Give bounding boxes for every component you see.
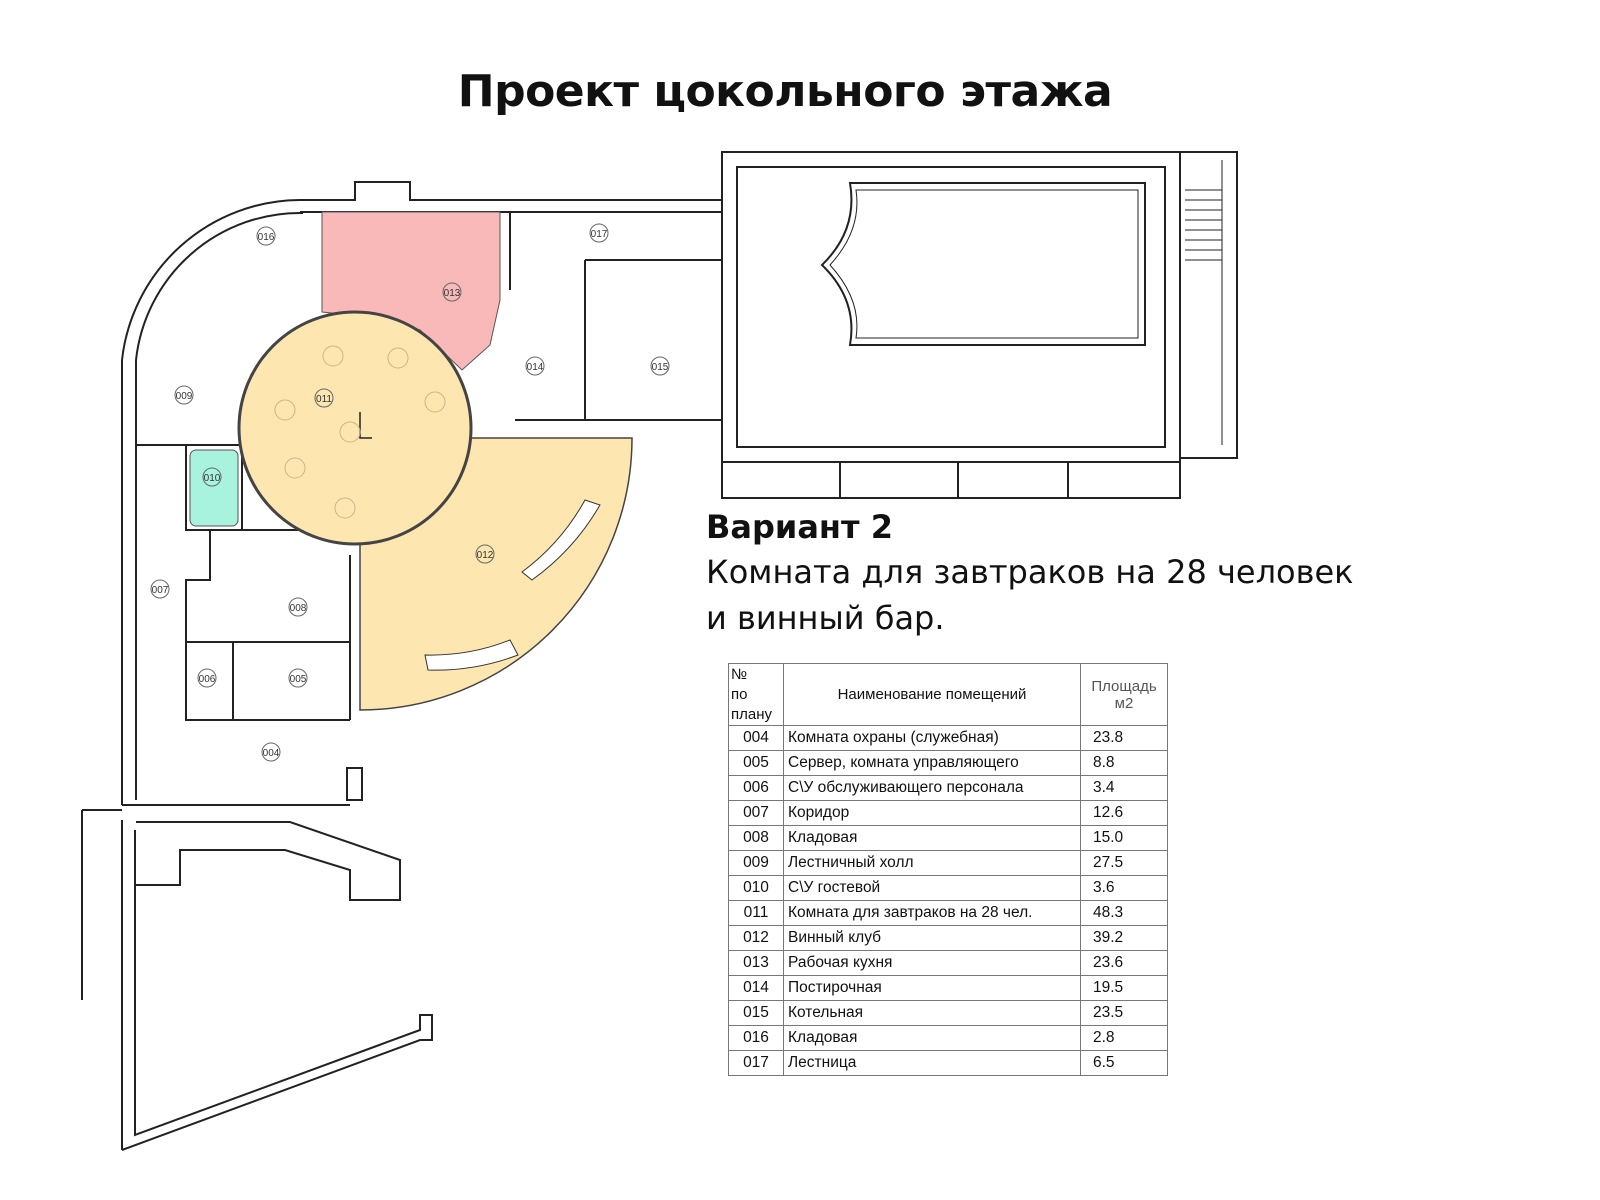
room-number: 011 <box>728 900 784 926</box>
room-area: 3.6 <box>1080 875 1168 901</box>
room-area: 23.8 <box>1080 725 1168 751</box>
svg-text:017: 017 <box>591 229 608 240</box>
room-name: Комната охраны (служебная) <box>783 725 1081 751</box>
room-area: 6.5 <box>1080 1050 1168 1076</box>
room-label: 007 <box>150 579 170 599</box>
room-area: 39.2 <box>1080 925 1168 951</box>
svg-text:010: 010 <box>204 473 221 484</box>
svg-text:011: 011 <box>316 394 332 405</box>
room-label: 010 <box>202 467 222 487</box>
room-number: 013 <box>728 950 784 976</box>
page-title: Проект цокольного этажа <box>457 66 1113 117</box>
room-name: Рабочая кухня <box>783 950 1081 976</box>
room-label: 006 <box>197 668 217 688</box>
room-label: 004 <box>261 742 281 762</box>
room-name: Комната для завтраков на 28 чел. <box>783 900 1081 926</box>
room-name: Коридор <box>783 800 1081 826</box>
room-number: 017 <box>728 1050 784 1076</box>
room-number: 010 <box>728 875 784 901</box>
room-label: 013 <box>442 282 462 302</box>
room-area: 23.5 <box>1080 1000 1168 1026</box>
variant-line-1: Комната для завтраков на 28 человек <box>706 553 1354 591</box>
svg-text:009: 009 <box>176 391 193 402</box>
room-name: Кладовая <box>783 825 1081 851</box>
room-number: 005 <box>728 750 784 776</box>
room-area: 19.5 <box>1080 975 1168 1001</box>
room-number: 016 <box>728 1025 784 1051</box>
svg-text:004: 004 <box>263 748 280 759</box>
header-name: Наименование помещений <box>783 663 1081 726</box>
room-label: 005 <box>288 668 308 688</box>
room-name: С\У обслуживающего персонала <box>783 775 1081 801</box>
room-area: 23.6 <box>1080 950 1168 976</box>
room-label: 017 <box>589 223 609 243</box>
room-name: Лестничный холл <box>783 850 1081 876</box>
room-name: С\У гостевой <box>783 875 1081 901</box>
room-number: 009 <box>728 850 784 876</box>
room-label: 015 <box>650 356 670 376</box>
room-010-wc <box>189 449 239 527</box>
svg-text:015: 015 <box>652 362 669 373</box>
room-name: Кладовая <box>783 1025 1081 1051</box>
svg-text:012: 012 <box>477 550 494 561</box>
room-number: 014 <box>728 975 784 1001</box>
room-area: 12.6 <box>1080 800 1168 826</box>
room-area: 2.8 <box>1080 1025 1168 1051</box>
room-area: 27.5 <box>1080 850 1168 876</box>
svg-text:016: 016 <box>258 232 275 243</box>
svg-text:008: 008 <box>290 603 307 614</box>
variant-line-2: и винный бар. <box>706 599 945 637</box>
room-label: 008 <box>288 597 308 617</box>
variant-heading: Вариант 2 <box>706 508 893 546</box>
svg-text:014: 014 <box>527 362 544 373</box>
room-label: 011 <box>314 388 334 408</box>
room-name: Постирочная <box>783 975 1081 1001</box>
room-number: 008 <box>728 825 784 851</box>
room-label: 014 <box>525 356 545 376</box>
room-number: 015 <box>728 1000 784 1026</box>
room-011-breakfast <box>237 310 473 546</box>
room-name: Лестница <box>783 1050 1081 1076</box>
svg-text:013: 013 <box>444 288 461 299</box>
room-number: 006 <box>728 775 784 801</box>
room-name: Котельная <box>783 1000 1081 1026</box>
room-number: 007 <box>728 800 784 826</box>
room-number: 004 <box>728 725 784 751</box>
room-area: 15.0 <box>1080 825 1168 851</box>
room-label: 012 <box>475 544 495 564</box>
room-name: Винный клуб <box>783 925 1081 951</box>
pool <box>820 182 1146 346</box>
room-label: 016 <box>256 226 276 246</box>
room-area: 3.4 <box>1080 775 1168 801</box>
outer-curved-wall <box>121 199 301 361</box>
room-number: 012 <box>728 925 784 951</box>
svg-text:007: 007 <box>152 585 169 596</box>
room-area: 48.3 <box>1080 900 1168 926</box>
svg-text:006: 006 <box>199 674 216 685</box>
room-area: 8.8 <box>1080 750 1168 776</box>
room-name: Сервер, комната управляющего <box>783 750 1081 776</box>
room-label: 009 <box>174 385 194 405</box>
variant-description: Вариант 2 Комната для завтраков на 28 че… <box>706 505 1353 641</box>
svg-text:005: 005 <box>290 674 307 685</box>
